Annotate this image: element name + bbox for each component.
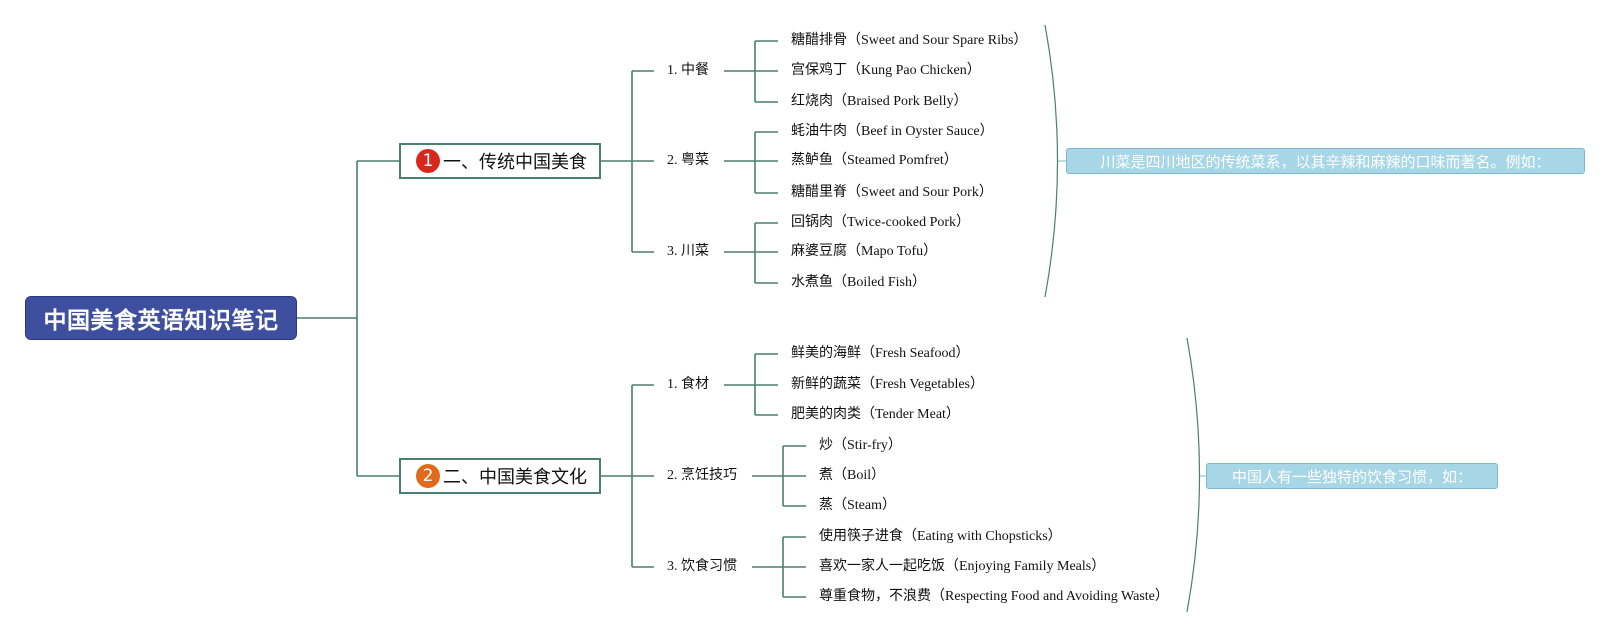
leaf-item[interactable]: 肥美的肉类（Tender Meat）: [791, 407, 960, 422]
leaf-item[interactable]: 蒸（Steam）: [819, 498, 896, 513]
leaf-item[interactable]: 红烧肉（Braised Pork Belly）: [791, 94, 968, 109]
leaf-item[interactable]: 糖醋里脊（Sweet and Sour Pork）: [791, 185, 993, 200]
topic-title: 二、中国美食文化: [443, 467, 587, 488]
leaf-item[interactable]: 使用筷子进食（Eating with Chopsticks）: [819, 529, 1062, 544]
root-title: 中国美食英语知识笔记: [43, 308, 279, 334]
subtopic-cantonese[interactable]: 2. 粤菜: [667, 153, 709, 168]
leaf-item[interactable]: 蒸鲈鱼（Steamed Pomfret）: [791, 153, 958, 168]
subtopic-cooking-techniques[interactable]: 2. 烹饪技巧: [667, 468, 737, 483]
subtopic-eating-habits[interactable]: 3. 饮食习惯: [667, 559, 737, 574]
number-badge: 1: [416, 149, 440, 173]
subtopic-chinese-food[interactable]: 1. 中餐: [667, 63, 709, 78]
leaf-item[interactable]: 水煮鱼（Boiled Fish）: [791, 275, 926, 290]
root-node[interactable]: 中国美食英语知识笔记: [25, 296, 297, 340]
topic-title: 一、传统中国美食: [443, 152, 587, 173]
leaf-item[interactable]: 炒（Stir-fry）: [819, 438, 902, 453]
leaf-item[interactable]: 尊重食物，不浪费（Respecting Food and Avoiding Wa…: [819, 589, 1169, 604]
leaf-item[interactable]: 宫保鸡丁（Kung Pao Chicken）: [791, 63, 981, 78]
leaf-item[interactable]: 蚝油牛肉（Beef in Oyster Sauce）: [791, 124, 994, 139]
leaf-item[interactable]: 鲜美的海鲜（Fresh Seafood）: [791, 346, 970, 361]
topic-food-culture[interactable]: 2 二、中国美食文化: [399, 458, 601, 494]
leaf-item[interactable]: 喜欢一家人一起吃饭（Enjoying Family Meals）: [819, 559, 1106, 574]
leaf-item[interactable]: 麻婆豆腐（Mapo Tofu）: [791, 244, 938, 259]
leaf-item[interactable]: 糖醋排骨（Sweet and Sour Spare Ribs）: [791, 33, 1028, 48]
summary-note-sichuan[interactable]: 川菜是四川地区的传统菜系，以其辛辣和麻辣的口味而著名。例如：: [1066, 148, 1585, 174]
number-badge: 2: [416, 464, 440, 488]
subtopic-sichuan[interactable]: 3. 川菜: [667, 244, 709, 259]
leaf-item[interactable]: 煮（Boil）: [819, 468, 886, 483]
leaf-item[interactable]: 新鲜的蔬菜（Fresh Vegetables）: [791, 377, 984, 392]
summary-note-habits[interactable]: 中国人有一些独特的饮食习惯，如：: [1206, 463, 1498, 489]
topic-traditional-cuisine[interactable]: 1 一、传统中国美食: [399, 143, 601, 179]
subtopic-ingredients[interactable]: 1. 食材: [667, 377, 709, 392]
leaf-item[interactable]: 回锅肉（Twice-cooked Pork）: [791, 215, 971, 230]
